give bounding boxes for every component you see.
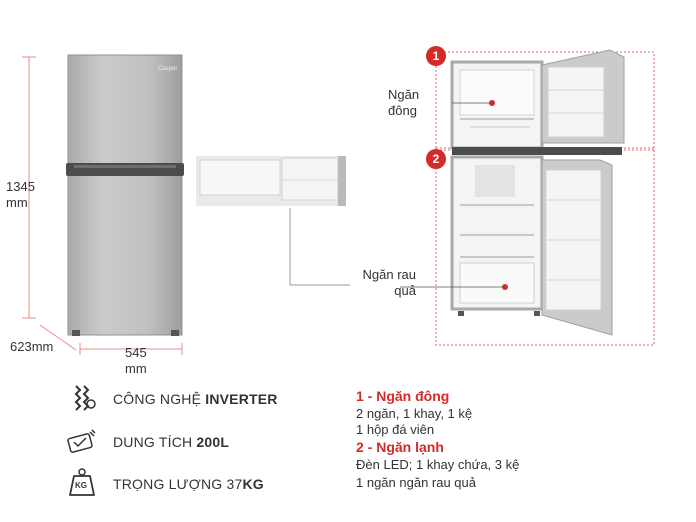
inverter-icon (70, 384, 96, 412)
brand-logo: Casper (158, 66, 178, 72)
depth-dimension-line (39, 324, 77, 351)
door-closeup (196, 156, 350, 286)
feature-capacity: DUNG TÍCH 200L (113, 434, 230, 450)
freezer-callout: Ngăn đông (388, 87, 420, 118)
fridge-title: 2 - Ngăn lạnh (356, 439, 444, 455)
weight-icon: KG (68, 467, 96, 497)
open-fridge-diagram (400, 49, 655, 346)
door-handle (66, 163, 184, 176)
crisper-callout: Ngăn rau quả (362, 267, 416, 298)
feature-inverter: CÔNG NGHỆ INVERTER (113, 391, 278, 407)
badge-freezer: 1 (426, 46, 446, 66)
fridge-line: Đèn LED; 1 khay chứa, 3 kệ (356, 457, 520, 472)
freezer-title: 1 - Ngăn đông (356, 388, 450, 404)
freezer-line: 2 ngăn, 1 khay, 1 kệ (356, 406, 473, 421)
capacity-icon (66, 428, 98, 456)
feature-weight: TRỌNG LƯỢNG 37KG (113, 476, 264, 492)
specs-panel: 1 - Ngăn đông 2 ngăn, 1 khay, 1 kệ 1 hộp… (356, 388, 676, 491)
width-label: 545 mm (125, 345, 147, 376)
height-label: 1345 mm (6, 179, 35, 210)
closed-fridge-diagram (22, 54, 184, 355)
badge-fridge: 2 (426, 149, 446, 169)
fridge-line: 1 ngăn ngăn rau quả (356, 475, 476, 490)
depth-label: 623mm (10, 339, 54, 354)
freezer-line: 1 hộp đá viên (356, 422, 435, 437)
